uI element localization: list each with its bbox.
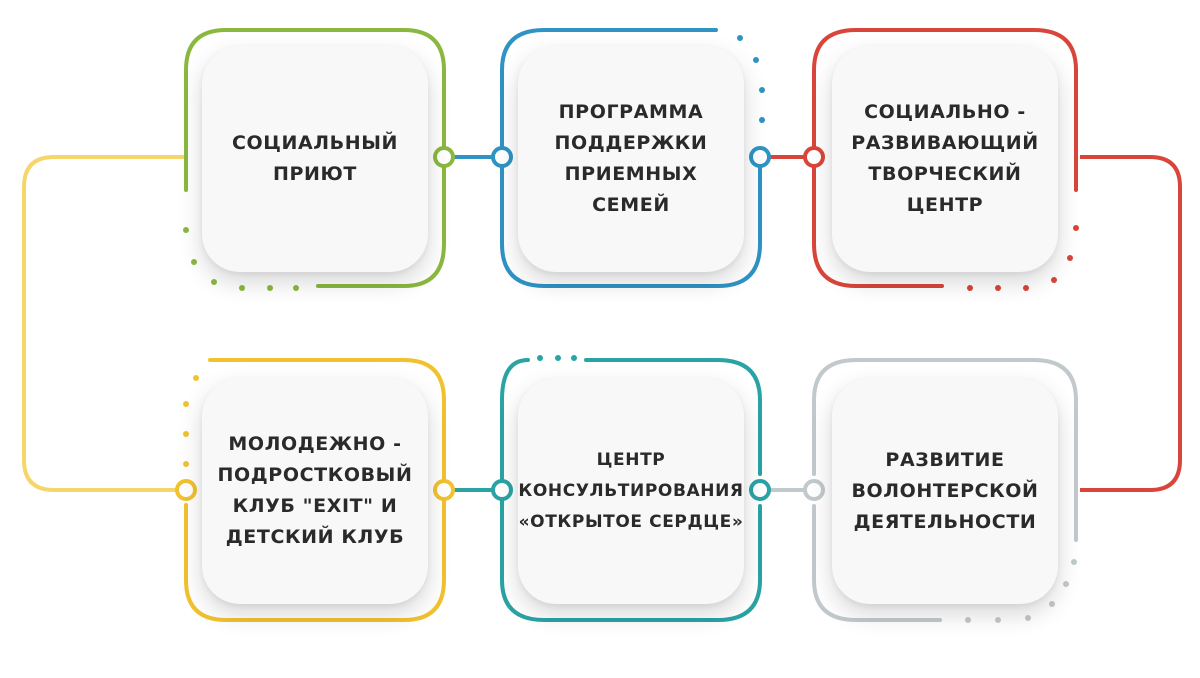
outline-socialnyi-priyut xyxy=(183,28,446,291)
connector-ring xyxy=(491,479,513,501)
outline-centr-konsultirovaniya xyxy=(500,355,762,622)
left-loop-connector xyxy=(22,155,186,492)
outline-molodezhno xyxy=(183,358,446,622)
outline-programma xyxy=(500,28,765,288)
card-label: МОЛОДЕЖНО - ПОДРОСТКОВЫЙ КЛУБ "EXIT" И Д… xyxy=(217,433,413,548)
right-loop-connector xyxy=(1080,155,1182,492)
card-label: ПРОГРАММА ПОДДЕРЖКИ ПРИЕМНЫХ СЕМЕЙ xyxy=(554,101,708,216)
connector-ring xyxy=(749,479,771,501)
card-label: СОЦИАЛЬНЫЙ ПРИЮТ xyxy=(231,132,399,185)
card-label: РАЗВИТИЕ ВОЛОНТЕРСКОЙ ДЕЯТЕЛЬНОСТИ xyxy=(851,448,1039,533)
card-label: ЦЕНТР КОНСУЛЬТИРОВАНИЯ «ОТКРЫТОЕ СЕРДЦЕ» xyxy=(518,449,744,532)
card-label: СОЦИАЛЬНО - РАЗВИВАЮЩИЙ ТВОРЧЕСКИЙ ЦЕНТР xyxy=(851,101,1039,216)
connector-ring xyxy=(433,146,455,168)
connector-ring xyxy=(491,146,513,168)
card-programma-podderzhki: ПРОГРАММА ПОДДЕРЖКИ ПРИЕМНЫХ СЕМЕЙ xyxy=(518,46,744,272)
connector-ring xyxy=(175,479,197,501)
connector-ring xyxy=(749,146,771,168)
connector-ring xyxy=(803,479,825,501)
outline-razvitie-volonterskoy xyxy=(812,358,1078,623)
connector-ring xyxy=(433,479,455,501)
outline-socialno-razvivayushiy xyxy=(812,28,1079,291)
card-razvitie-volonterskoy: РАЗВИТИЕ ВОЛОНТЕРСКОЙ ДЕЯТЕЛЬНОСТИ xyxy=(832,378,1058,604)
card-centr-konsultirovaniya: ЦЕНТР КОНСУЛЬТИРОВАНИЯ «ОТКРЫТОЕ СЕРДЦЕ» xyxy=(518,378,744,604)
card-molodezhno-podrostkovyi-klub: МОЛОДЕЖНО - ПОДРОСТКОВЫЙ КЛУБ "EXIT" И Д… xyxy=(202,378,428,604)
card-socialno-razvivayushiy-centr: СОЦИАЛЬНО - РАЗВИВАЮЩИЙ ТВОРЧЕСКИЙ ЦЕНТР xyxy=(832,46,1058,272)
card-socialnyi-priyut: СОЦИАЛЬНЫЙ ПРИЮТ xyxy=(202,46,428,272)
connector-ring xyxy=(803,146,825,168)
